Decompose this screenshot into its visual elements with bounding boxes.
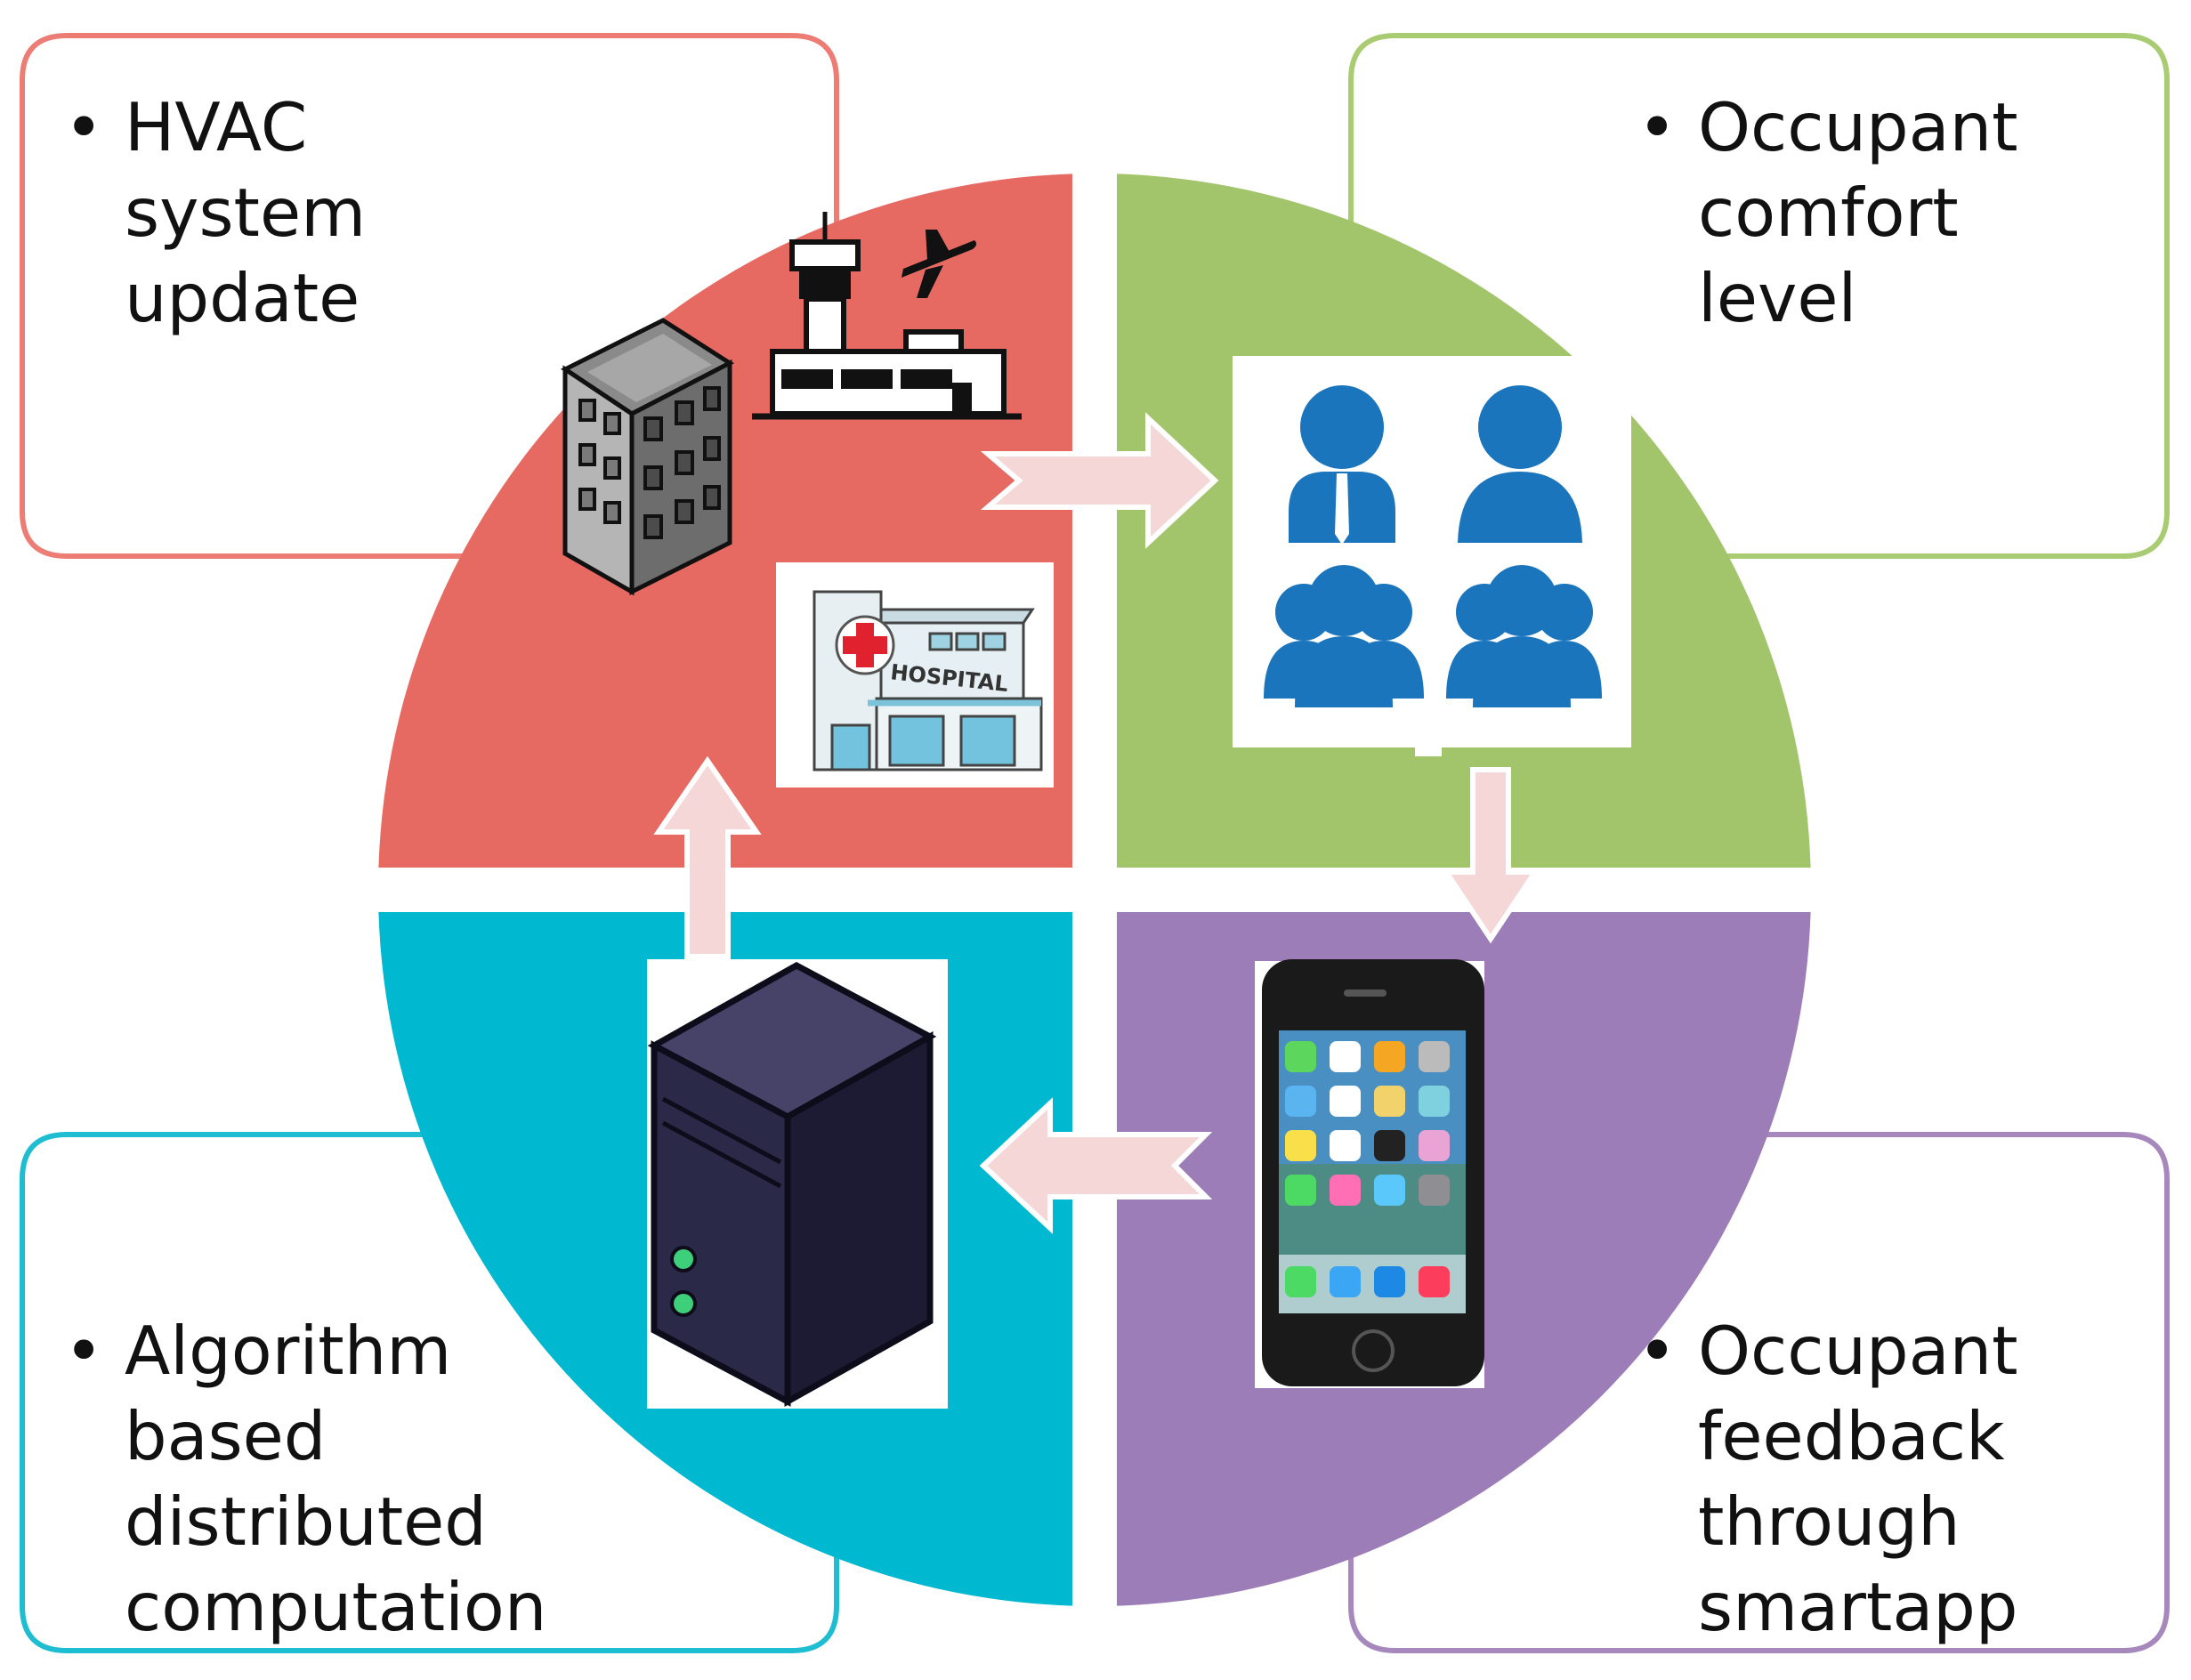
label-algorithm-distributed-computation: • Algorithm based distributed computatio…: [64, 1308, 547, 1650]
label-line: distributed: [125, 1482, 487, 1561]
arrow-up-icon: [653, 755, 762, 959]
office-building-icon: [561, 318, 734, 596]
bullet: •: [64, 88, 104, 166]
label-line: update: [125, 259, 360, 337]
arrow-down-icon: [1441, 767, 1540, 944]
label-hvac-system-update: • HVAC system update: [64, 85, 367, 341]
bullet: •: [1637, 88, 1678, 166]
arrow-left-icon: [979, 1097, 1213, 1234]
label-line: level: [1698, 259, 1857, 337]
bullet: •: [1637, 1312, 1678, 1390]
label-line: computation: [125, 1568, 547, 1646]
airport-icon: [752, 212, 1022, 420]
bullet: •: [64, 1312, 104, 1390]
label-line: smartapp: [1698, 1568, 2018, 1646]
label-line: system: [125, 174, 367, 252]
people-group-icon: [1233, 356, 1631, 756]
label-line: Occupant: [1698, 88, 2018, 166]
label-line: comfort: [1698, 174, 1959, 252]
label-line: through: [1698, 1482, 1961, 1561]
hospital-icon: HOSPITAL: [776, 562, 1054, 788]
label-line: Occupant: [1698, 1312, 2018, 1390]
label-line: based: [125, 1397, 327, 1475]
label-line: HVAC: [125, 88, 308, 166]
label-line: Algorithm: [125, 1312, 452, 1390]
label-occupant-feedback-smartapp: • Occupant feedback through smartapp: [1637, 1308, 2018, 1650]
server-icon: [647, 959, 948, 1409]
smartphone-icon: [1255, 959, 1484, 1388]
label-line: feedback: [1698, 1397, 2005, 1475]
label-occupant-comfort-level: • Occupant comfort level: [1637, 85, 2018, 341]
arrow-right-icon: [980, 412, 1219, 549]
